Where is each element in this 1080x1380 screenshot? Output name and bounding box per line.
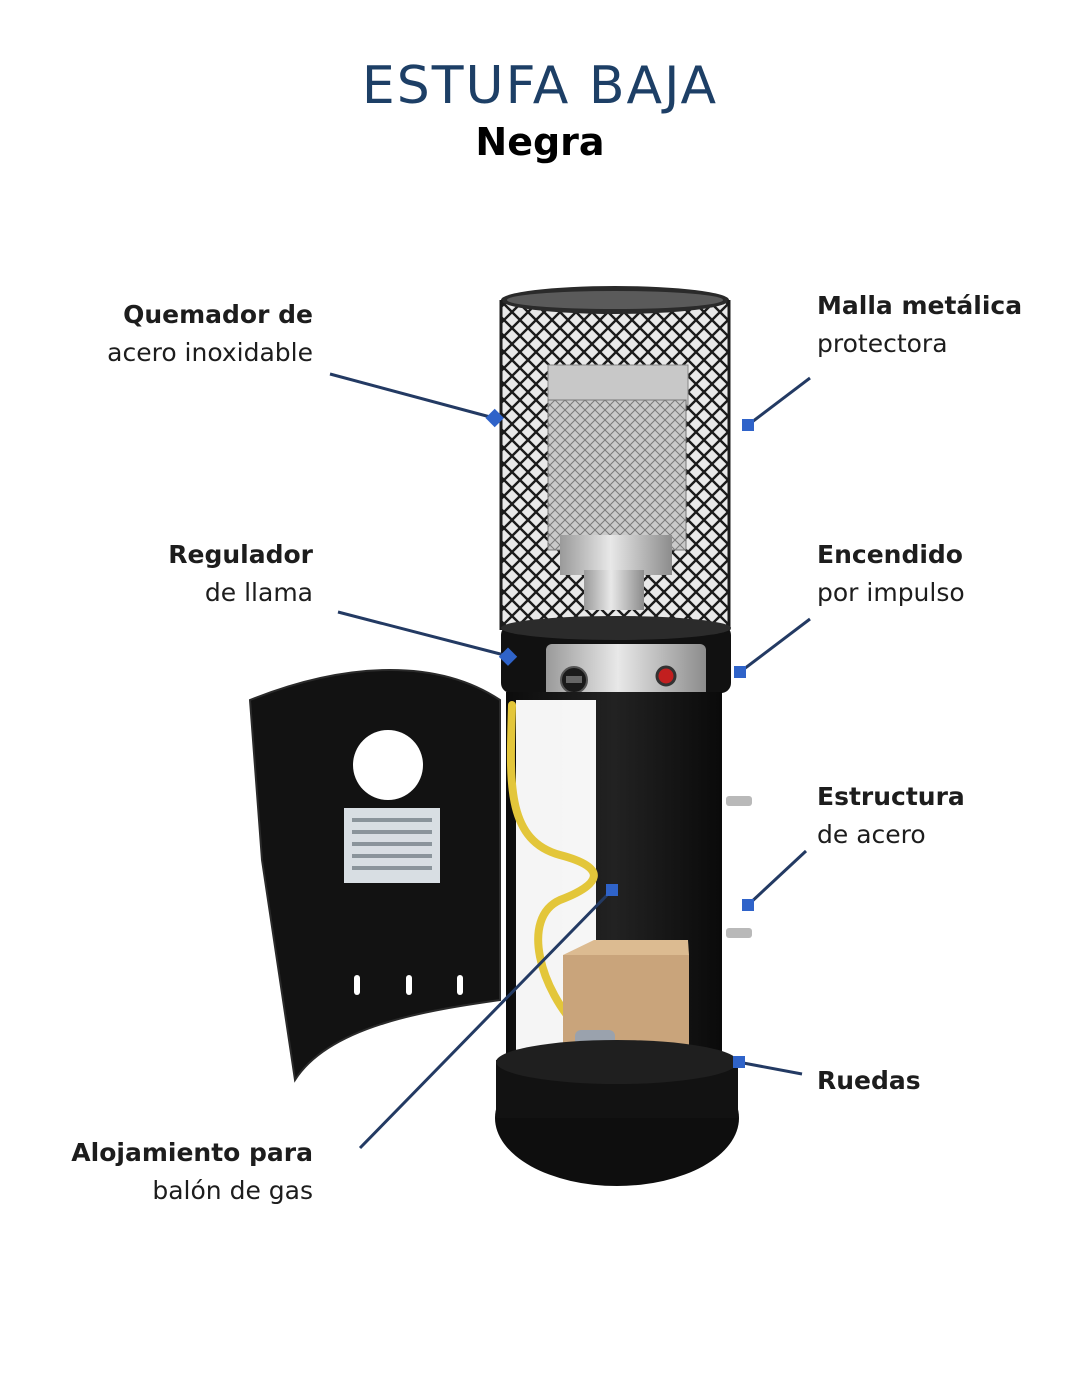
leader-estructura [742, 849, 808, 911]
leader-regulador [337, 610, 518, 666]
label-alojamiento-bold: Alojamiento para [71, 1138, 313, 1167]
open-door-panel [248, 669, 501, 1083]
mesh-cage [499, 286, 731, 630]
leader-ruedas [733, 1056, 803, 1076]
label-regulador: Regulador de llama [168, 536, 313, 612]
label-quemador-bold: Quemador de [123, 300, 313, 329]
leader-quemador [329, 372, 504, 428]
leader-alojamiento [358, 884, 618, 1150]
label-ruedas-bold: Ruedas [817, 1066, 921, 1095]
burner [547, 364, 689, 610]
label-malla-normal: protectora [817, 329, 948, 358]
label-estructura-bold: Estructura [817, 782, 965, 811]
label-regulador-bold: Regulador [168, 540, 313, 569]
product-title: ESTUFA BAJA [361, 56, 719, 116]
label-malla-bold: Malla metálica [817, 291, 1023, 320]
leader-encendido [734, 617, 811, 678]
label-malla: Malla metálica protectora [817, 287, 1022, 363]
label-regulador-normal: de llama [204, 578, 313, 607]
base [495, 1040, 739, 1186]
product-subtitle: Negra [475, 120, 605, 164]
label-alojamiento: Alojamiento para balón de gas [71, 1134, 313, 1210]
leader-malla [742, 376, 811, 431]
label-quemador-normal: acero inoxidable [107, 338, 313, 367]
label-estructura-normal: de acero [817, 820, 926, 849]
label-estructura: Estructura de acero [817, 778, 965, 854]
label-encendido-normal: por impulso [817, 578, 965, 607]
label-ruedas: Ruedas [817, 1062, 921, 1100]
label-encendido-bold: Encendido [817, 540, 963, 569]
label-quemador: Quemador de acero inoxidable [107, 296, 313, 372]
label-alojamiento-normal: balón de gas [152, 1176, 313, 1205]
control-collar [501, 616, 731, 700]
label-encendido: Encendido por impulso [817, 536, 965, 612]
